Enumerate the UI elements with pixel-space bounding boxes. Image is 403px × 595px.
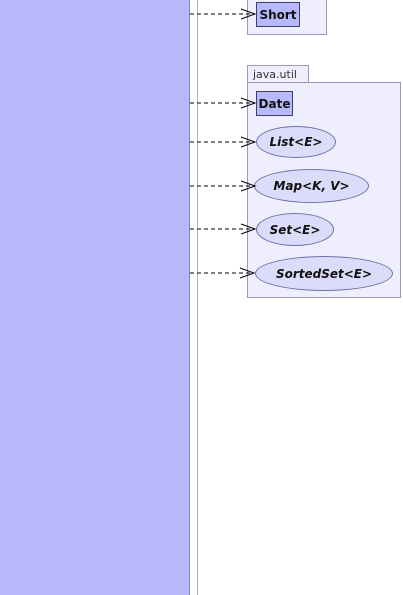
package-tab-java-util: java.util [247,65,309,83]
dependency-arrow-list [190,136,257,148]
diagram-divider [197,0,198,595]
class-date[interactable]: Date [256,91,293,116]
interface-map[interactable]: Map<K, V> [254,169,369,203]
dependency-arrow-map [190,180,257,192]
source-class-body[interactable] [0,0,190,595]
class-short[interactable]: Short [256,2,300,27]
dependency-arrow-short [190,8,257,20]
dependency-arrow-sortedset [190,267,256,279]
dependency-arrow-set [190,223,257,235]
interface-set[interactable]: Set<E> [256,213,334,246]
interface-sortedset[interactable]: SortedSet<E> [255,256,393,291]
interface-list[interactable]: List<E> [256,126,336,158]
dependency-arrow-date [190,97,257,109]
